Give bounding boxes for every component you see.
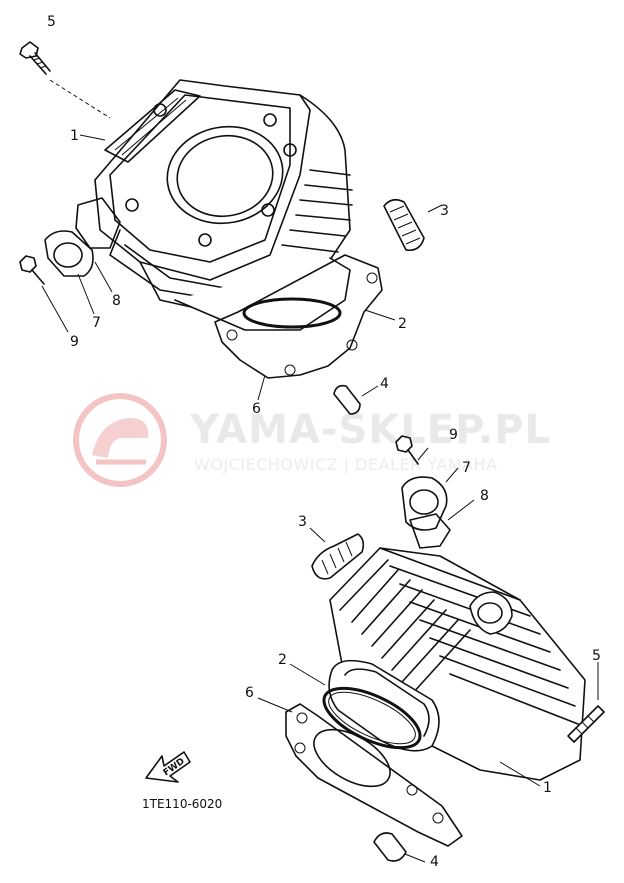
leader-4-top — [361, 385, 379, 397]
callout-8-bottom: 8 — [480, 488, 489, 504]
leader-1-bottom — [499, 761, 541, 787]
side-cover-7-bottom — [401, 476, 448, 531]
leader-6-bottom — [257, 697, 293, 713]
callout-6-top: 6 — [252, 401, 261, 417]
leader-7-top — [77, 273, 95, 315]
gasket-8-bottom — [409, 513, 451, 549]
callout-3-top: 3 — [440, 203, 449, 219]
leader-3-bottom — [309, 527, 326, 543]
callout-6-bottom: 6 — [245, 685, 254, 701]
leader-8-bottom — [447, 499, 475, 521]
leader-9-bottom — [417, 447, 429, 461]
callout-5-bottom: 5 — [592, 648, 601, 664]
bolt-9-top — [19, 255, 45, 285]
leader-3-top — [427, 204, 443, 213]
callout-1-top: 1 — [70, 128, 79, 144]
leader-2-top — [364, 309, 396, 321]
gasket-6-top — [214, 254, 383, 379]
callout-9-top: 9 — [70, 334, 79, 350]
bottom-assembly: FWD 9 7 8 3 2 6 5 1 4 — [145, 427, 605, 870]
stud-5-bottom — [567, 705, 605, 743]
leader-7-bottom — [445, 467, 459, 483]
leader-6-top — [257, 374, 266, 401]
leader-8-top — [94, 261, 113, 293]
bolt-9-bottom — [395, 435, 419, 465]
callout-1-bottom: 1 — [543, 780, 552, 796]
callout-3-bottom: 3 — [298, 514, 307, 530]
callout-7-bottom: 7 — [462, 460, 471, 476]
callout-5-top: 5 — [47, 14, 56, 30]
o-ring-2-top — [242, 297, 342, 329]
leader-dash-5 — [49, 79, 111, 119]
dowel-3-top — [383, 198, 425, 252]
dowel-3-bottom — [311, 533, 365, 580]
callout-2-bottom: 2 — [278, 652, 287, 668]
callout-7-top: 7 — [92, 315, 101, 331]
cylinder-bottom — [328, 547, 586, 781]
watermark-subtitle: WOJCIECHOWICZ | DEALER YAMAHA — [194, 455, 497, 474]
watermark: YAMA-SKLEP.PL WOJCIECHOWICZ | DEALER YAM… — [73, 393, 551, 487]
gasket-6-bottom — [285, 703, 463, 847]
watermark-title: YAMA-SKLEP.PL — [189, 407, 551, 453]
dowel-4-top — [333, 384, 361, 415]
leader-4-bottom — [404, 853, 426, 863]
callout-9-bottom: 9 — [449, 427, 458, 443]
cylinder-top — [75, 79, 353, 331]
leader-1-top — [79, 134, 106, 141]
callout-2-top: 2 — [398, 316, 407, 332]
watermark-logo — [73, 393, 167, 487]
leader-2-bottom — [289, 663, 326, 686]
part-number: 1TE110-6020 — [142, 797, 222, 811]
callout-8-top: 8 — [112, 293, 121, 309]
callout-4-top: 4 — [380, 376, 389, 392]
side-cover-7-top — [44, 230, 94, 277]
fwd-arrow: FWD — [145, 751, 191, 783]
top-assembly: 5 1 3 2 8 7 9 6 4 — [19, 14, 449, 417]
leader-9-top — [41, 285, 69, 333]
callout-4-bottom: 4 — [430, 854, 439, 870]
bolt-5-top — [19, 41, 51, 75]
dowel-4-bottom — [373, 832, 407, 862]
